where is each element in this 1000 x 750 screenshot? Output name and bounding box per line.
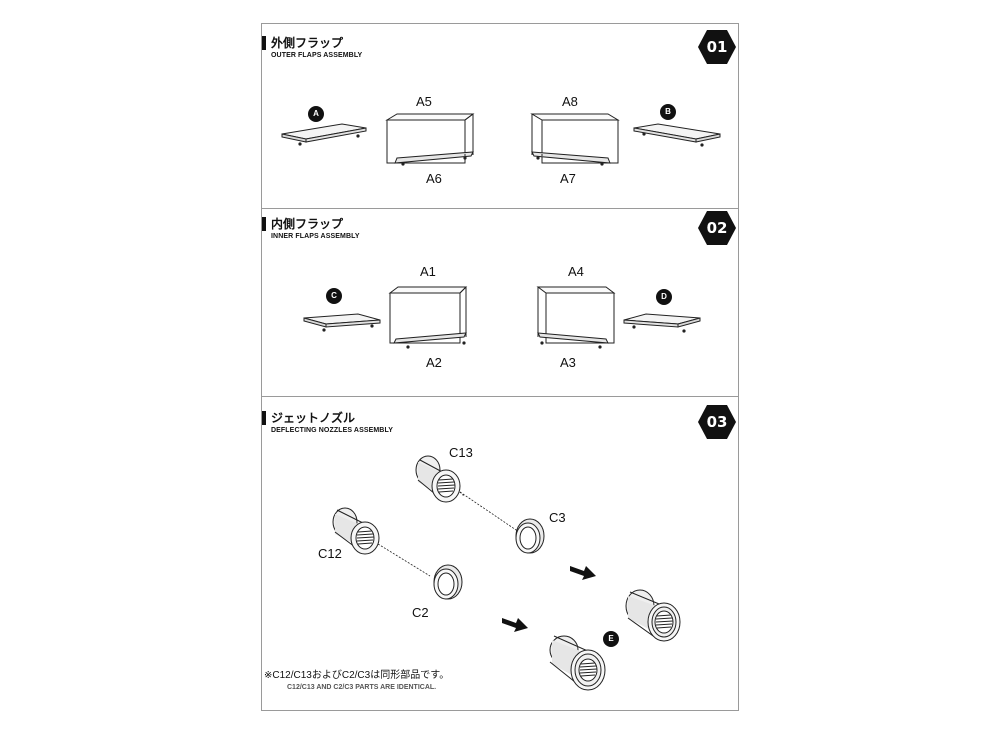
box-a1-a2-illustration: [388, 286, 468, 349]
step-01-number-badge: 01: [697, 29, 737, 65]
flap-d-illustration: [623, 313, 701, 333]
ring-c3-illustration: [515, 518, 545, 554]
nozzle-c12-illustration: [332, 507, 380, 555]
step-marker-bar: [262, 36, 266, 50]
step-03-title-en: DEFLECTING NOZZLES ASSEMBLY: [271, 427, 393, 434]
hexagon-icon: [698, 211, 736, 245]
part-marker-b: B: [660, 104, 676, 120]
arrow-right-icon: [570, 566, 596, 580]
step-02-title-en: INNER FLAPS ASSEMBLY: [271, 233, 360, 240]
guide-line-c12-c2: [377, 543, 431, 577]
identical-parts-note-jp: ※C12/C13およびC2/C3は同形部品です。: [264, 670, 450, 681]
step-03-title-jp: ジェットノズル: [271, 411, 356, 425]
step-01-title-jp: 外側フラップ: [271, 36, 344, 50]
box-a4-a3-illustration: [536, 286, 616, 349]
part-label-a8: A8: [562, 94, 578, 109]
step-03-number-badge: 03: [697, 404, 737, 440]
part-label-a1: A1: [420, 264, 436, 279]
step-01-number: 01: [706, 38, 728, 56]
guide-line-c13-c3: [459, 491, 523, 535]
part-label-c12: C12: [318, 546, 342, 561]
part-label-c13: C13: [449, 445, 473, 460]
part-label-a3: A3: [560, 355, 576, 370]
arrow-right-icon: [502, 618, 528, 632]
step-02-number: 02: [706, 219, 728, 237]
part-label-a6: A6: [426, 171, 442, 186]
step-divider-1: [262, 208, 738, 209]
part-label-c3: C3: [549, 510, 566, 525]
flap-b-illustration: [633, 123, 721, 147]
part-label-a7: A7: [560, 171, 576, 186]
flap-c-illustration: [303, 313, 381, 332]
ring-c2-illustration: [433, 564, 463, 600]
hexagon-icon: [698, 30, 736, 64]
part-label-c2: C2: [412, 605, 429, 620]
identical-parts-note-en: C12/C13 AND C2/C3 PARTS ARE IDENTICAL.: [287, 684, 437, 691]
part-marker-a: A: [308, 106, 324, 122]
part-label-a5: A5: [416, 94, 432, 109]
instruction-sheet: [261, 23, 739, 711]
step-marker-bar: [262, 411, 266, 425]
step-03-number: 03: [706, 413, 728, 431]
box-a5-a6-illustration: [385, 113, 475, 166]
nozzle-c13-illustration: [415, 455, 465, 503]
assembled-nozzle-lower: [549, 635, 606, 691]
assembled-nozzle-upper: [625, 589, 681, 642]
part-marker-c: C: [326, 288, 342, 304]
box-a8-a7-illustration: [530, 113, 620, 166]
step-02-number-badge: 02: [697, 210, 737, 246]
hexagon-icon: [698, 405, 736, 439]
step-divider-2: [262, 396, 738, 397]
part-label-a2: A2: [426, 355, 442, 370]
step-01-title-en: OUTER FLAPS ASSEMBLY: [271, 52, 363, 59]
part-marker-d: D: [656, 289, 672, 305]
flap-a-illustration: [281, 123, 367, 146]
step-02-title-jp: 内側フラップ: [271, 217, 344, 231]
part-label-a4: A4: [568, 264, 584, 279]
step-marker-bar: [262, 217, 266, 231]
part-marker-e: E: [603, 631, 619, 647]
